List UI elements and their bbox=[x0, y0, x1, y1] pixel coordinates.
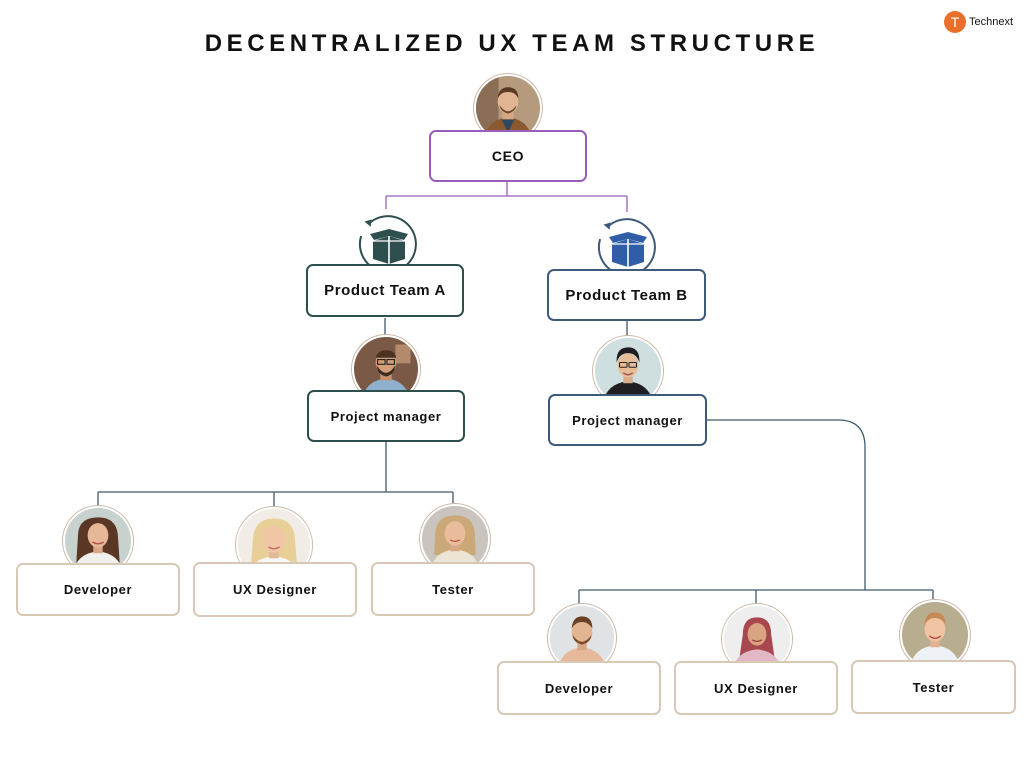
team-a-tester-box: Tester bbox=[371, 562, 535, 616]
team-a-project-manager-box: Project manager bbox=[307, 390, 465, 442]
brand: T Technext bbox=[944, 11, 1013, 33]
team-b-icon-circle bbox=[594, 212, 662, 280]
team-b-ux-designer-box: UX Designer bbox=[674, 661, 838, 715]
brand-logo-icon: T bbox=[944, 11, 966, 33]
page-title: DECENTRALIZED UX TEAM STRUCTURE bbox=[204, 30, 820, 57]
team-b-developer-box: Developer bbox=[497, 661, 661, 715]
team-b-project-manager-box: Project manager bbox=[548, 394, 707, 446]
team-b-tester-box: Tester bbox=[851, 660, 1016, 714]
team-a-developer-box: Developer bbox=[16, 563, 180, 616]
brand-name: Technext bbox=[969, 16, 1014, 28]
ceo-box: CEO bbox=[429, 130, 587, 182]
team-b-developer-avatar bbox=[548, 604, 616, 672]
product-team-b-box: Product Team B bbox=[547, 269, 706, 321]
box-icon bbox=[597, 218, 656, 277]
product-team-a-box: Product Team A bbox=[306, 264, 464, 317]
team-a-ux-designer-box: UX Designer bbox=[193, 562, 357, 617]
box-icon bbox=[358, 215, 417, 274]
